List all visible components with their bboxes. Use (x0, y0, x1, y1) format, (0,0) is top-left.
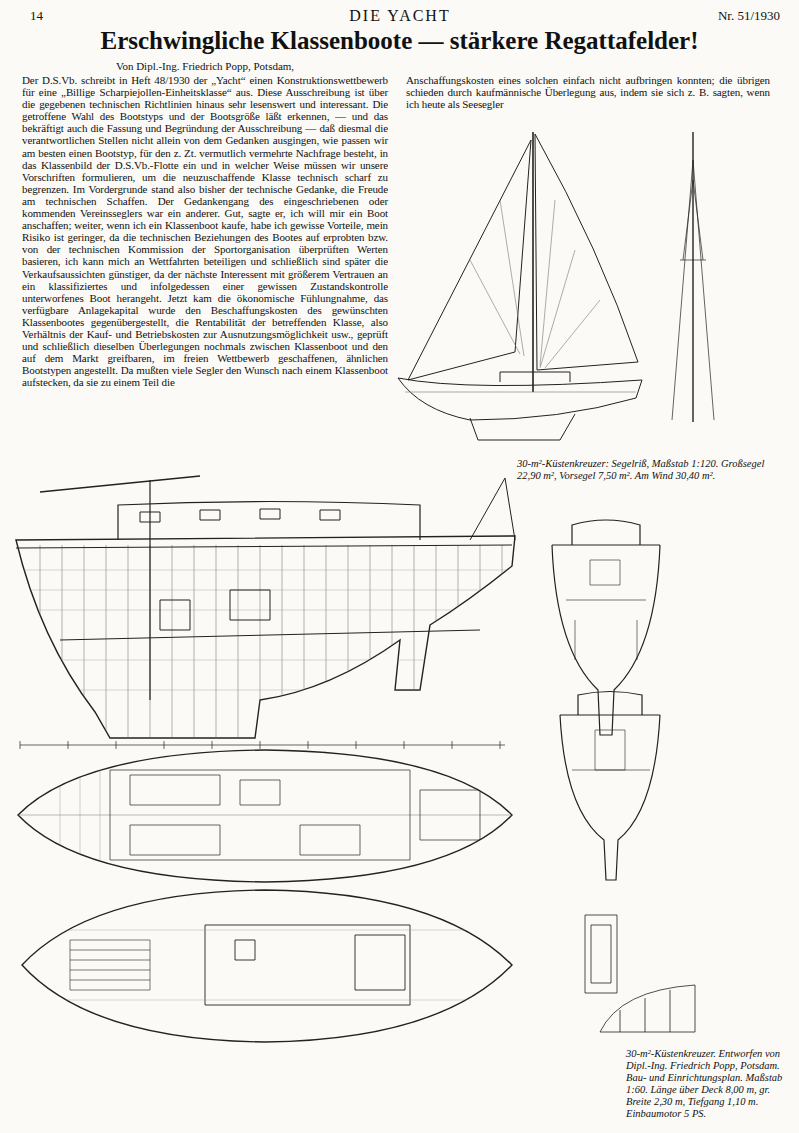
deck-planking (22, 930, 512, 1000)
windows (140, 509, 340, 522)
scale-bar (20, 741, 505, 749)
keel (470, 414, 575, 440)
article-text: Anschaffungskosten eines solchen einfach… (406, 74, 770, 110)
article-text: Der D.S.Vb. schreibt in Heft 48/1930 der… (22, 74, 388, 388)
cabin (500, 372, 570, 382)
hull-section-profile (16, 536, 515, 738)
cockpit (70, 940, 150, 990)
fittings (160, 590, 270, 630)
deck-line (16, 545, 512, 548)
mast (532, 132, 534, 392)
planking (10, 570, 520, 690)
mast-stub (149, 480, 150, 700)
frame-lines (60, 760, 100, 870)
deck-details (22, 925, 512, 1005)
accommodation-plan (18, 750, 512, 882)
cross-section (552, 520, 660, 735)
section-interior (566, 560, 646, 660)
issue-number: Nr. 51/1930 (680, 8, 780, 24)
figure-caption: 30-m²-Küstenkreuzer. Entworfen von Dipl.… (626, 1048, 784, 1120)
byline: Von Dipl.-Ing. Friedrich Popp, Potsdam, (22, 60, 388, 72)
section-interior (572, 730, 650, 770)
figure-caption: 30-m²-Küstenkreuzer: Segelriß, Maßstab 1… (517, 458, 773, 482)
cabin-top-and-hatch (205, 925, 410, 1005)
hatch-detail (585, 915, 617, 993)
floor (60, 630, 480, 640)
cabin-top (118, 502, 420, 541)
frame-lines (40, 545, 502, 740)
rudder-detail (600, 985, 695, 1032)
waterline (405, 392, 636, 393)
rigging (672, 160, 714, 420)
sail-seams (470, 200, 600, 368)
boom (40, 476, 200, 492)
deck-plan (22, 890, 512, 1042)
cross-section (560, 692, 660, 881)
page-number: 14 (30, 8, 90, 24)
spar (692, 132, 693, 422)
furled-sail (470, 478, 515, 540)
hull-profile (398, 378, 642, 420)
frames (10, 545, 520, 740)
magazine-name: DIE YACHT (250, 7, 550, 25)
plan-interior (18, 760, 512, 870)
article-title: Erschwingliche Klassenboote — stärkere R… (14, 27, 785, 55)
centerline (18, 815, 512, 816)
jib-sail (408, 140, 531, 380)
bunks-and-lockers (110, 770, 480, 860)
